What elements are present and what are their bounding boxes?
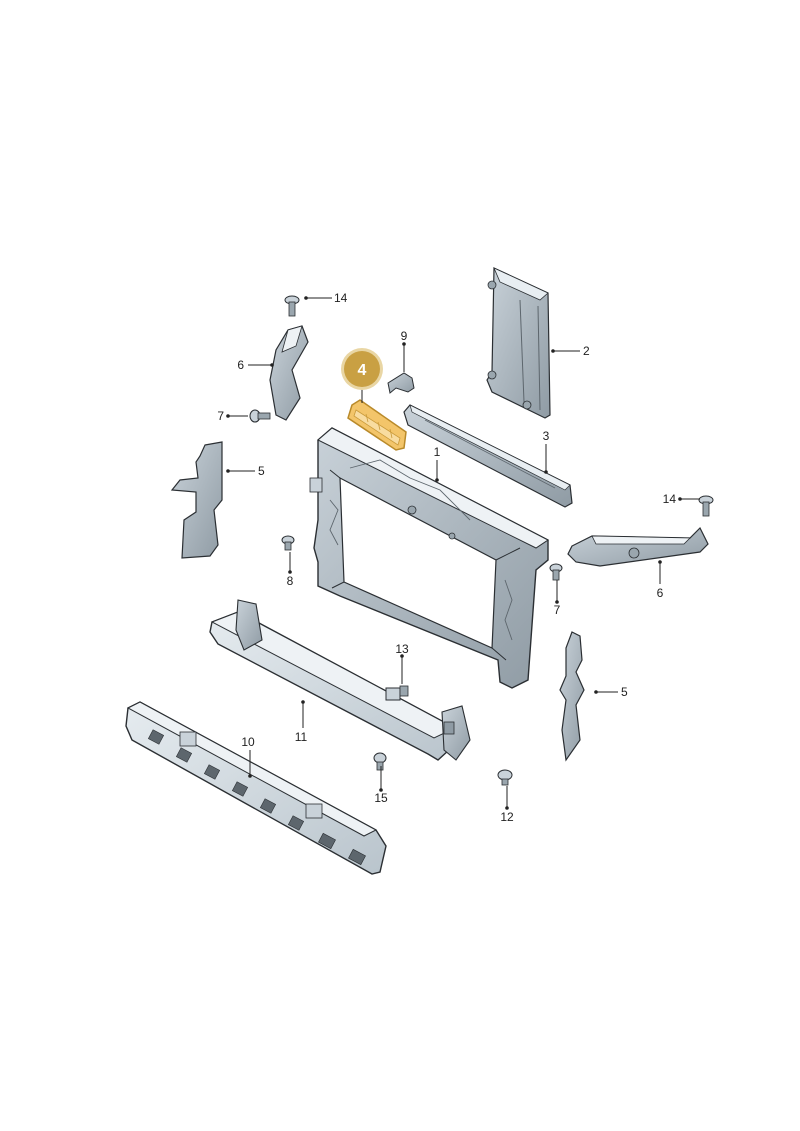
air-guide-panel-part-2 [486, 267, 551, 419]
air-guide-right-part-5 [559, 631, 585, 762]
leader-lines [226, 296, 700, 810]
screw-part-12 [497, 769, 513, 786]
callout-4: 4 [358, 362, 367, 379]
callout-5-left: 5 [258, 464, 265, 478]
callout-6-left: 6 [237, 358, 244, 372]
seal-strip-part-4 [347, 399, 407, 451]
bolt-part-14-right [698, 495, 714, 517]
callout-14-right: 14 [663, 492, 677, 506]
callout-9: 9 [401, 329, 408, 343]
callout-2: 2 [583, 344, 590, 358]
screw-part-7-left [249, 409, 271, 423]
air-guide-left-part-5 [170, 441, 223, 559]
callout-10: 10 [241, 735, 255, 749]
screw-part-8 [281, 535, 295, 551]
lock-carrier-frame-part-1 [309, 427, 549, 689]
bracket-right-part-6 [567, 526, 709, 567]
callout-13: 13 [395, 642, 409, 656]
callout-11: 11 [295, 730, 308, 744]
bumper-reinforcement-part-11 [209, 599, 471, 761]
callout-7-left: 7 [217, 409, 224, 423]
energy-absorber-part-10 [125, 701, 387, 875]
highlight-badge-part-4: 4 [341, 348, 383, 390]
callout-3: 3 [543, 429, 550, 443]
screw-part-7-right [549, 563, 563, 581]
callout-14-left: 14 [334, 291, 348, 305]
callout-7-right: 7 [554, 603, 561, 617]
callout-6-right: 6 [657, 586, 664, 600]
callout-12: 12 [500, 810, 514, 824]
bracket-left-part-6 [269, 325, 309, 421]
clip-part-9 [387, 372, 415, 394]
bolt-part-14-left [284, 295, 300, 317]
callout-8: 8 [287, 574, 294, 588]
screw-part-15 [373, 752, 387, 771]
nut-part-13 [385, 685, 409, 701]
callout-15: 15 [374, 791, 388, 805]
callout-5-right: 5 [621, 685, 628, 699]
lock-carrier-strip-part-3 [403, 404, 573, 508]
callout-1: 1 [434, 445, 441, 459]
callout-labels: 1 2 3 5 5 6 6 7 7 8 9 10 11 12 13 14 14 … [217, 291, 676, 824]
